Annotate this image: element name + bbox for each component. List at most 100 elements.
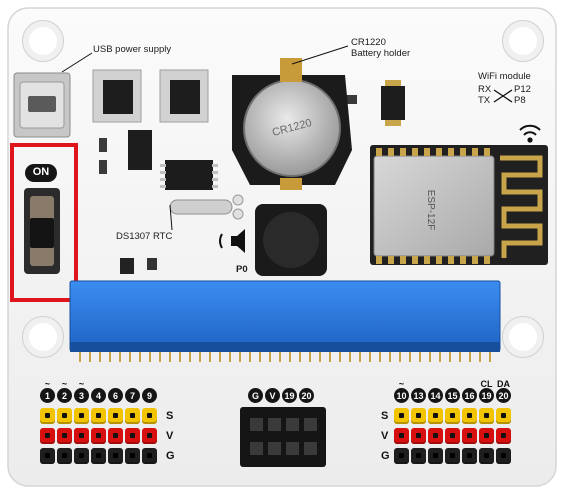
header-pin[interactable] [496,428,511,444]
pin-number: ~1 [40,379,55,403]
header-pin[interactable] [411,408,426,424]
header-pin[interactable] [428,448,443,464]
mounting-hole-top-right [502,20,544,62]
header-pin[interactable] [142,408,157,424]
header-pin[interactable] [496,448,511,464]
header-pin[interactable] [74,428,89,444]
wifi-module-label: WiFi module [478,71,531,82]
left-header-ground-row [40,448,157,464]
pin-number: 7 [125,388,140,403]
pin-number: ~3 [74,379,89,403]
header-pin[interactable] [394,428,409,444]
pin-number: 19 [282,388,297,403]
center-socket[interactable] [240,407,326,467]
header-pin[interactable] [74,408,89,424]
left-row-label-v: V [166,430,174,442]
header-pin[interactable] [40,428,55,444]
header-pin[interactable] [428,408,443,424]
header-pin[interactable] [57,428,72,444]
left-header-numbers: ~1 ~2 ~3 4 6 7 9 [40,379,157,403]
p8-label: P8 [514,95,526,106]
header-pin[interactable] [125,408,140,424]
header-pin[interactable] [394,408,409,424]
speaker-icon [219,229,245,253]
edge-connector[interactable] [69,280,501,352]
header-pin[interactable] [394,448,409,464]
p12-label: P12 [514,84,531,95]
header-pin[interactable] [428,428,443,444]
right-row-label-v: V [381,430,389,442]
right-header-voltage-row [394,428,511,444]
header-pin[interactable] [479,428,494,444]
mounting-hole-bottom-right [502,316,544,358]
pin-number: 20 [299,388,314,403]
left-row-label-s: S [166,410,174,422]
usb-port[interactable] [14,73,70,137]
buzzer [255,204,327,276]
battery-holder[interactable] [232,75,352,185]
header-pin[interactable] [411,448,426,464]
header-pin[interactable] [108,448,123,464]
pin-number: 13 [411,388,426,403]
mounting-hole-bottom-left [22,316,64,358]
wifi-chip-text: ESP-12F [425,190,436,231]
header-pin[interactable] [479,408,494,424]
header-pin[interactable] [125,448,140,464]
header-pin[interactable] [57,448,72,464]
header-pin[interactable] [40,448,55,464]
battery-holder-label: Battery holder [351,48,411,59]
header-pin[interactable] [445,448,460,464]
header-pin[interactable] [108,428,123,444]
power-switch-highlight [10,143,78,302]
pin-number: 14 [428,388,443,403]
center-header-numbers: G V 19 20 [248,388,314,403]
header-pin[interactable] [411,428,426,444]
header-pin[interactable] [142,428,157,444]
right-header-signal-row [394,408,511,424]
pin-number: 6 [108,388,123,403]
pin-number: ~2 [57,379,72,403]
pin-number: 16 [462,388,477,403]
pin-number: V [265,388,280,403]
header-pin[interactable] [74,448,89,464]
buzzer-pin-label: P0 [236,264,248,275]
header-pin[interactable] [142,448,157,464]
wifi-signal-icon [519,124,541,143]
right-header-ground-row [394,448,511,464]
mounting-hole-top-left [22,20,64,62]
header-pin[interactable] [91,408,106,424]
header-pin[interactable] [108,408,123,424]
header-pin[interactable] [445,408,460,424]
header-pin[interactable] [91,448,106,464]
rtc-chip [165,160,213,190]
left-header-signal-row [40,408,157,424]
pin-number: 9 [142,388,157,403]
header-pin[interactable] [462,428,477,444]
rx-label: RX [478,84,492,95]
header-pin[interactable] [479,448,494,464]
right-row-label-g: G [381,450,390,462]
header-pin[interactable] [445,428,460,444]
header-pin[interactable] [57,408,72,424]
power-switch[interactable] [24,188,60,274]
rx-tx-cross-icon [493,89,513,103]
pin-number: 15 [445,388,460,403]
right-row-label-s: S [381,410,389,422]
header-pin[interactable] [91,428,106,444]
header-pin[interactable] [462,448,477,464]
header-pin[interactable] [40,408,55,424]
tx-label: TX [478,95,491,106]
left-row-label-g: G [166,450,175,462]
header-pin[interactable] [496,408,511,424]
wifi-module [370,145,548,265]
header-pin[interactable] [462,408,477,424]
left-header-voltage-row [40,428,157,444]
pin-number: 4 [91,388,106,403]
on-label: ON [32,166,50,178]
pin-number: ~10 [394,379,409,403]
header-pin[interactable] [125,428,140,444]
